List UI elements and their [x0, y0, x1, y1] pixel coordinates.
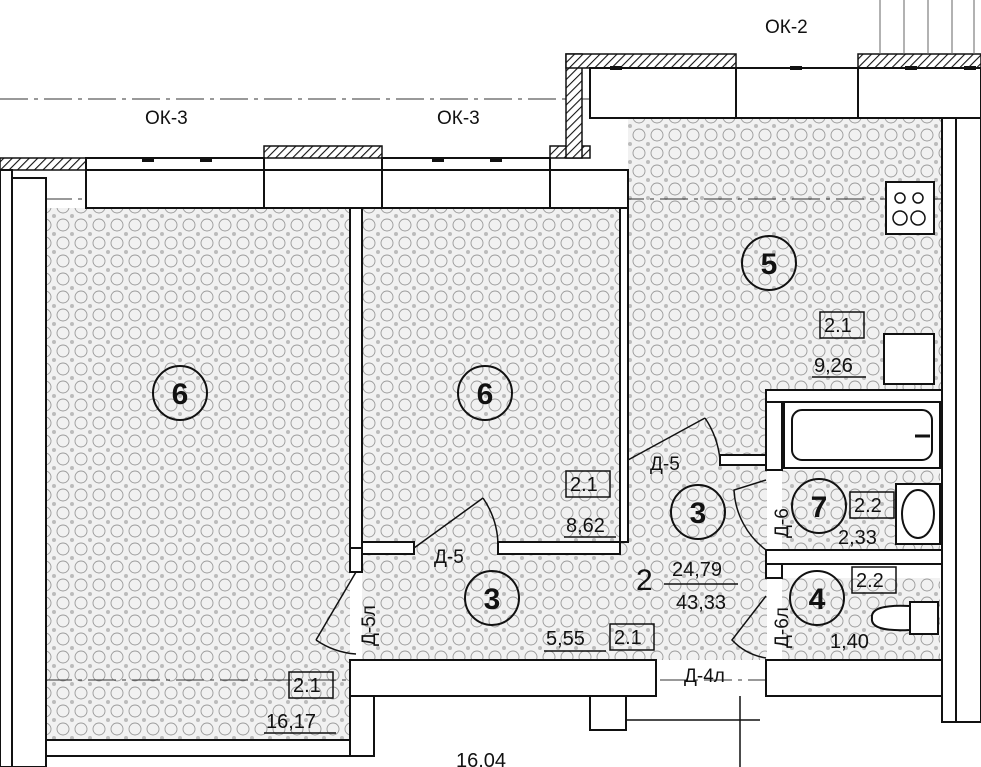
room-area: 2,33: [838, 527, 877, 549]
room-code: 2.1: [293, 675, 321, 697]
floor-hall: [362, 455, 767, 660]
room-area: 9,26: [814, 355, 853, 377]
door-label-d6l: Д-6л: [772, 607, 793, 648]
room-bathroom: 7 2.2 2,33: [791, 478, 895, 549]
room-number: 3: [484, 583, 501, 616]
room-hall-lower: 3 2.1 5,55: [464, 570, 655, 652]
exterior-walls: [0, 53, 981, 171]
room-hall-upper: 3: [670, 484, 726, 540]
door-label-d4l: Д-4л: [684, 666, 725, 687]
walls: [0, 67, 981, 767]
room-code: 2.1: [614, 627, 642, 649]
room-number: 5: [761, 248, 778, 281]
bathtub: [783, 401, 941, 469]
door-label-d5l: Д-5л: [359, 605, 380, 646]
lower-partial-area: [626, 696, 760, 767]
room-code: 2.2: [856, 570, 884, 592]
window-label-top-right: ОК-2: [765, 17, 808, 38]
doors: [315, 417, 767, 659]
room-code: 2.1: [570, 474, 598, 496]
room-code: 2.2: [854, 495, 882, 517]
room-number: 6: [477, 378, 494, 411]
room-number: 6: [172, 378, 189, 411]
window-label-left: ОК-3: [145, 108, 188, 129]
apartment-living-area: 24,79: [672, 559, 722, 581]
room-number: 4: [809, 583, 826, 616]
kitchen-cabinet: [883, 333, 935, 385]
door-label-d6: Д-6: [772, 508, 793, 538]
room-area: 1,40: [830, 631, 869, 653]
partial-bottom-area: 16,04: [456, 750, 506, 767]
door-label-d5-upper: Д-5: [650, 454, 680, 475]
floor-areas: [46, 118, 942, 751]
window-label-middle: ОК-3: [437, 108, 480, 129]
apartment-summary: 2 24,79 43,33: [636, 559, 738, 614]
room-area: 5,55: [546, 628, 585, 650]
balcony-rails: [879, 0, 975, 54]
floor-bedroom-left: [46, 208, 350, 751]
apartment-total-area: 43,33: [676, 592, 726, 614]
room-area: 16,17: [266, 711, 316, 733]
room-toilet: 4 2.2 1,40: [789, 566, 897, 653]
toilet-bowl: [870, 601, 939, 635]
window-ticks: [142, 66, 976, 162]
washbasin: [895, 483, 941, 545]
room-bedroom-left: 6 2.1 16,17: [152, 365, 336, 734]
room-area: 8,62: [566, 515, 605, 537]
stove: [885, 181, 935, 235]
room-number: 3: [690, 497, 707, 530]
room-number: 7: [811, 491, 828, 524]
apartment-rooms-count: 2: [636, 564, 653, 597]
room-kitchen: 5 2.1 9,26: [741, 235, 866, 378]
door-label-d5-lower: Д-5: [434, 547, 464, 568]
room-bedroom-mid: 6 2.1 8,62: [457, 365, 616, 538]
room-code: 2.1: [824, 315, 852, 337]
